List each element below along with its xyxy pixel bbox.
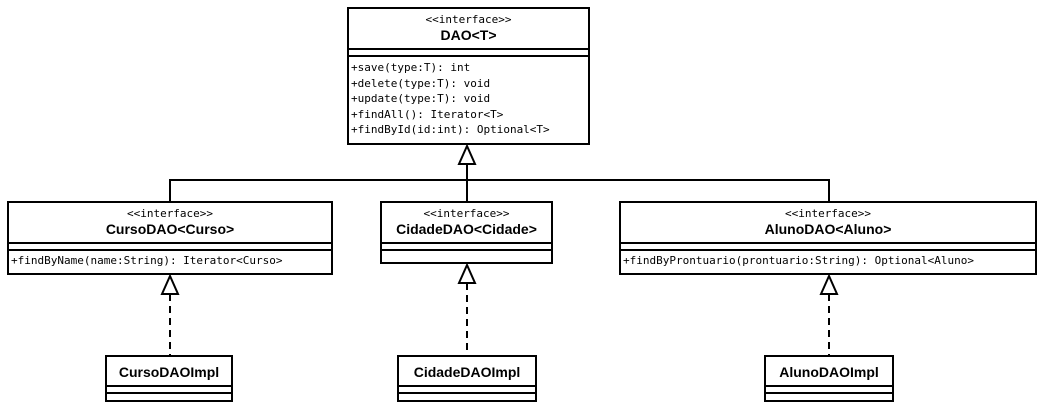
- operation: +save(type:T): int: [351, 61, 471, 74]
- realization-arrowhead-aluno: [819, 273, 839, 295]
- stereotype: <<interface>>: [425, 13, 512, 26]
- attributes-section: [9, 244, 331, 251]
- stereotype: <<interface>>: [423, 207, 510, 220]
- operation: +findByName(name:String): Iterator<Curso…: [11, 254, 283, 267]
- class-cidade-dao-impl-header: CidadeDAOImpl: [399, 357, 535, 387]
- operations-section: +findByProntuario(prontuario:String): Op…: [621, 251, 1035, 269]
- class-aluno-dao-impl[interactable]: AlunoDAOImpl: [764, 355, 894, 402]
- operations-section: +save(type:T): int +delete(type:T): void…: [349, 57, 588, 138]
- generalization-arrowhead: [457, 143, 477, 165]
- class-aluno-dao[interactable]: <<interface>> AlunoDAO<Aluno> +findByPro…: [619, 201, 1037, 275]
- class-name: AlunoDAO<Aluno>: [764, 221, 892, 237]
- stereotype: <<interface>>: [784, 207, 872, 220]
- class-curso-dao-header: <<interface>> CursoDAO<Curso>: [9, 203, 331, 244]
- class-name: DAO<T>: [440, 27, 497, 43]
- class-curso-dao[interactable]: <<interface>> CursoDAO<Curso> +findByNam…: [7, 201, 333, 275]
- operation: +delete(type:T): void: [351, 76, 491, 90]
- class-name: AlunoDAOImpl: [779, 364, 879, 380]
- class-aluno-dao-header: <<interface>> AlunoDAO<Aluno>: [621, 203, 1035, 244]
- class-curso-dao-impl-header: CursoDAOImpl: [107, 357, 231, 387]
- operation: +findByProntuario(prontuario:String): Op…: [623, 254, 974, 267]
- generalization-line-aluno: [467, 179, 830, 201]
- class-dao-header: <<interface>> DAO<T>: [349, 9, 588, 50]
- operation: +findById(id:int): Optional<T>: [351, 123, 550, 136]
- class-dao[interactable]: <<interface>> DAO<T> +save(type:T): int …: [347, 7, 590, 145]
- attributes-section: [399, 387, 535, 394]
- stereotype: <<interface>>: [126, 207, 214, 220]
- realization-arrowhead-cidade: [457, 262, 477, 284]
- class-cidade-dao-impl[interactable]: CidadeDAOImpl: [397, 355, 537, 402]
- attributes-section: [107, 387, 231, 394]
- class-aluno-dao-impl-header: AlunoDAOImpl: [766, 357, 892, 387]
- attributes-section: [382, 244, 551, 251]
- operation: +findAll(): Iterator<T>: [351, 107, 504, 121]
- attributes-section: [349, 50, 588, 57]
- realization-arrowhead-curso: [160, 273, 180, 295]
- attributes-section: [621, 244, 1035, 251]
- class-cidade-dao-header: <<interface>> CidadeDAO<Cidade>: [382, 203, 551, 244]
- class-cidade-dao[interactable]: <<interface>> CidadeDAO<Cidade>: [380, 201, 553, 264]
- class-name: CidadeDAOImpl: [413, 364, 521, 380]
- operations-section: +findByName(name:String): Iterator<Curso…: [9, 251, 331, 269]
- class-name: CursoDAOImpl: [118, 364, 220, 380]
- attributes-section: [766, 387, 892, 394]
- class-curso-dao-impl[interactable]: CursoDAOImpl: [105, 355, 233, 402]
- operation: +update(type:T): void: [351, 92, 491, 105]
- generalization-line-curso: [169, 179, 467, 201]
- class-name: CidadeDAO<Cidade>: [396, 221, 537, 237]
- class-name: CursoDAO<Curso>: [105, 221, 235, 237]
